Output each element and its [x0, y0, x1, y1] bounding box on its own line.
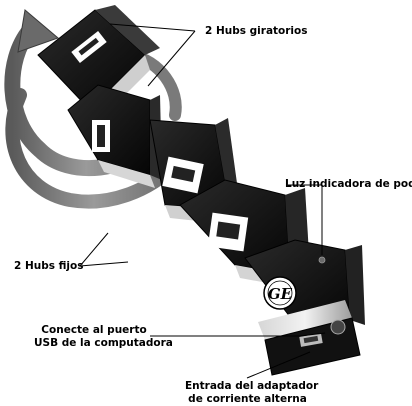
label-adapter-line1: Entrada del adaptador	[185, 380, 319, 392]
usb-port	[162, 156, 204, 194]
ge-logo-text: GE	[268, 285, 293, 303]
usb-port	[92, 120, 110, 152]
usb-cable-port	[330, 319, 346, 335]
ge-logo: GE	[263, 276, 297, 310]
label-usb-connect: Conecte al puerto USB de la computadora	[34, 324, 173, 350]
label-adapter-line2: de corriente alterna	[188, 393, 307, 405]
label-fixed-hubs: 2 Hubs fijos	[14, 260, 84, 272]
ac-adapter-port	[299, 333, 323, 347]
leader-lines	[79, 23, 326, 379]
label-ac-adapter: Entrada del adaptador de corriente alter…	[185, 380, 319, 406]
rotating-hub-segment-2	[67, 84, 162, 188]
label-usb-line1: Conecte al puerto	[41, 324, 147, 336]
label-usb-line2: USB de la computadora	[34, 337, 173, 349]
label-power-light: Luz indicadora de poder	[285, 178, 412, 190]
power-led-icon	[318, 256, 326, 264]
label-rotating-hubs: 2 Hubs giratorios	[205, 25, 308, 37]
hub-base: GE	[244, 239, 365, 376]
usb-port	[207, 212, 249, 252]
usb-port	[71, 31, 107, 63]
